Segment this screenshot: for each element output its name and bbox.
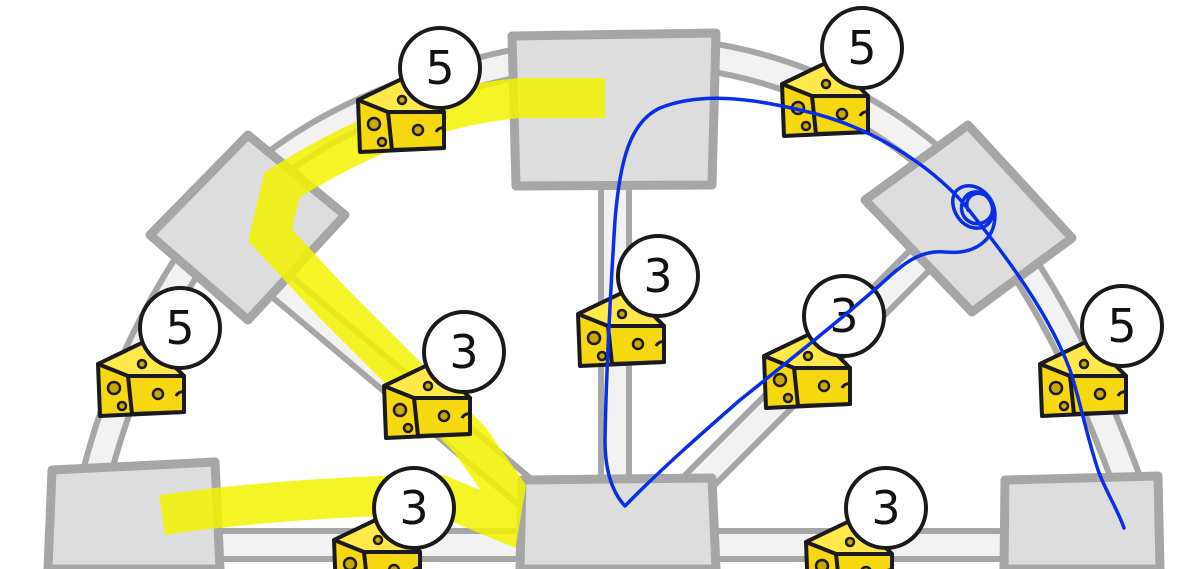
number-badge-icon — [820, 6, 904, 90]
rooms — [43, 28, 1165, 569]
number-badge: 3 — [616, 234, 700, 318]
number-badge-icon — [138, 286, 222, 370]
cheese-value: 5 — [847, 21, 876, 75]
cheese-value: 5 — [1107, 299, 1136, 353]
room-top-center — [507, 28, 721, 191]
number-badge: 5 — [1080, 284, 1164, 368]
number-badge-icon — [372, 466, 456, 550]
cheese-value: 5 — [425, 41, 454, 95]
mouse-trace — [603, 96, 1126, 530]
room-bottom-right — [999, 471, 1165, 569]
cheese-value: 3 — [449, 325, 478, 379]
room-bottom-left — [43, 457, 225, 569]
cheese-pieces: 5 5 5 5 3 — [96, 6, 1164, 569]
cheese-value: 3 — [399, 481, 428, 535]
number-badge-icon — [422, 310, 506, 394]
number-badge: 5 — [820, 6, 904, 90]
number-badge: 3 — [372, 466, 456, 550]
cheese-value: 3 — [871, 481, 900, 535]
cheese-value: 5 — [165, 301, 194, 355]
number-badge: 5 — [138, 286, 222, 370]
number-badge-icon — [844, 466, 928, 550]
number-badge: 5 — [398, 26, 482, 110]
number-badge-icon — [1080, 284, 1164, 368]
number-badge: 3 — [422, 310, 506, 394]
number-badge-icon — [398, 26, 482, 110]
number-badge: 3 — [844, 466, 928, 550]
room-upper-right — [860, 120, 1077, 317]
room-bottom-center — [515, 473, 721, 569]
cheese-value: 3 — [643, 249, 672, 303]
number-badge-icon — [616, 234, 700, 318]
